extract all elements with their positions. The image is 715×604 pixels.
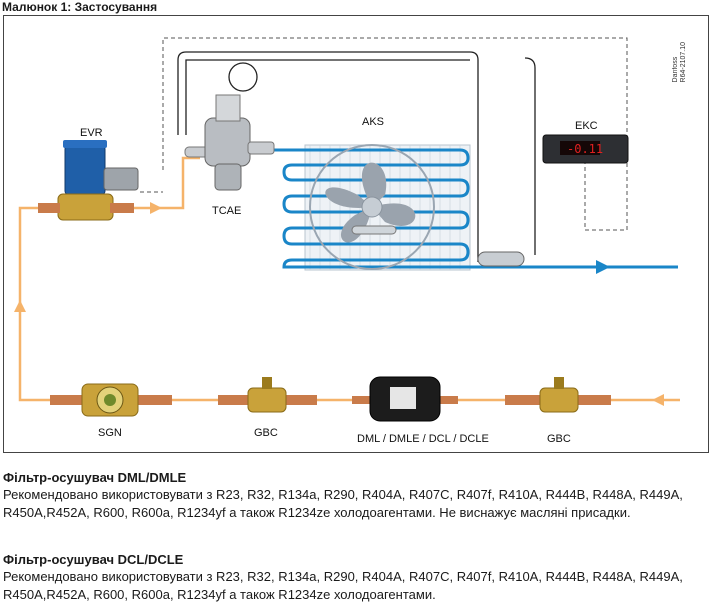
flow-arrow-icon (150, 202, 162, 214)
section-heading: Фільтр-осушувач DCL/DCLE (3, 552, 184, 567)
control-wiring (140, 37, 628, 231)
label-filter: DML / DMLE / DCL / DCLE (357, 433, 489, 445)
section-text: Рекомендовано використовувати з R23, R32… (3, 487, 683, 520)
drawing-code-line: Danfoss (672, 56, 679, 83)
sensor-bulb-icon (228, 62, 258, 92)
diagram-frame (3, 15, 709, 453)
label-aks: AKS (362, 116, 385, 128)
evaporator-coil (250, 144, 678, 274)
suction-sensor (477, 251, 525, 267)
aks-sensor (351, 225, 397, 235)
sgn-sight-glass (50, 383, 172, 417)
ekc-controller (542, 134, 629, 164)
ekc-display-value: -0.11 (567, 142, 604, 156)
label-gbc-right: GBC (547, 433, 571, 445)
label-gbc-left: GBC (254, 427, 278, 439)
section-heading: Фільтр-осушувач DML/DMLE (3, 470, 187, 485)
label-ekc: EKC (575, 120, 598, 132)
drawing-code-line: R64-2107.10 (680, 42, 687, 83)
label-tcae: TCAE (212, 205, 242, 217)
evr-valve (38, 140, 139, 221)
label-evr: EVR (80, 127, 103, 139)
refrigeration-diagram (14, 37, 680, 422)
filter-drier (352, 376, 458, 422)
figure-title: Малюнок 1: Застосування (2, 0, 158, 14)
label-sgn: SGN (98, 427, 122, 439)
gbc-ball-valve-right (505, 377, 611, 413)
flow-arrow-icon (14, 300, 26, 312)
gbc-ball-valve-left (218, 377, 317, 413)
section-text: Рекомендовано використовувати з R23, R32… (3, 569, 683, 602)
flow-arrow-icon (652, 394, 664, 406)
section-dcl-dcle: Фільтр-осушувач DCL/DCLE Рекомендовано в… (3, 552, 703, 604)
drawing-code: Danfoss R64-2107.10 (672, 42, 688, 82)
capillary-lines (177, 51, 536, 262)
section-dml-dmle: Фільтр-осушувач DML/DMLE Рекомендовано в… (3, 470, 703, 522)
tcae-valve (184, 94, 275, 191)
fan-icon (309, 144, 435, 270)
